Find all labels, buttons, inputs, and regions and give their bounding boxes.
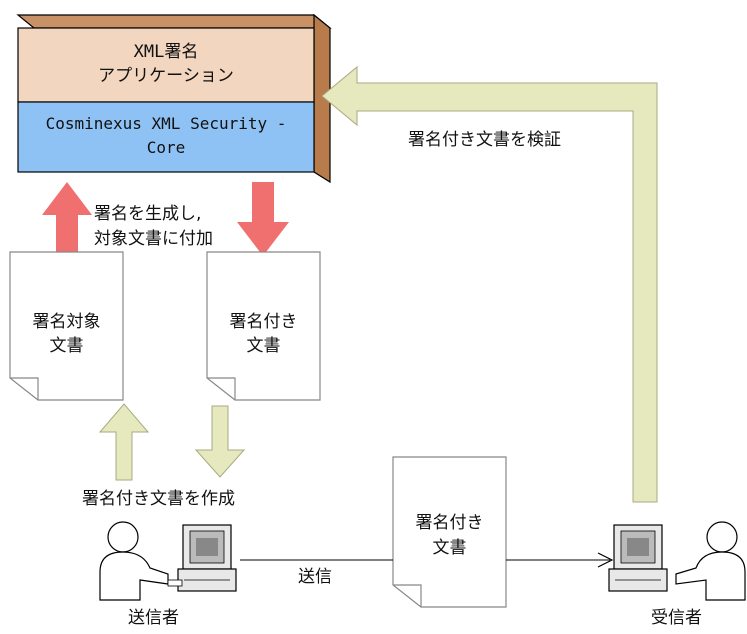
- sender-person-icon: [99, 521, 169, 601]
- generate-label-line2: 対象文書に付加: [94, 229, 213, 249]
- send-label: 送信: [298, 567, 332, 587]
- receiver-label: 受信者: [651, 608, 702, 628]
- receiver-person-icon: [675, 521, 746, 601]
- sender-computer-icon: [167, 524, 237, 592]
- red-arrow-up: [42, 182, 92, 258]
- sender-label: 送信者: [128, 608, 179, 628]
- core-title-line1: Cosminexus XML Security -: [45, 114, 287, 133]
- app-title-line1: XML署名: [133, 42, 199, 62]
- target-document-shape: [9, 251, 124, 401]
- green-arrow-down: [194, 405, 246, 478]
- red-arrow-down: [237, 182, 289, 256]
- signed-document-shape: [206, 251, 321, 401]
- verify-return-arrow: [321, 65, 658, 503]
- box-top-face: [16, 14, 332, 29]
- green-arrow-up: [98, 403, 150, 481]
- target-document-line2: 文書: [49, 336, 84, 356]
- signed-document-line2: 文書: [246, 336, 281, 356]
- transit-document-shape: [392, 456, 507, 608]
- transit-document-line2: 文書: [432, 538, 467, 558]
- send-arrowhead: [597, 552, 614, 568]
- transit-document-line1: 署名付き: [415, 513, 484, 533]
- application-box: [16, 13, 332, 184]
- receiver-computer-icon: [608, 524, 668, 592]
- signed-document-fold: [207, 377, 236, 400]
- xml-signature-app-layer: [17, 27, 315, 103]
- signed-document-line1: 署名付き: [229, 312, 298, 332]
- target-document-fold: [10, 377, 39, 400]
- transit-document-fold: [393, 584, 422, 607]
- security-core-layer: [17, 101, 315, 173]
- target-document-line1: 署名対象: [32, 312, 101, 332]
- generate-label-line1: 署名を生成し,: [94, 204, 202, 224]
- app-title-line2: アプリケーション: [98, 66, 234, 86]
- create-label: 署名付き文書を作成: [82, 489, 235, 509]
- core-title-line2: Core: [146, 138, 186, 157]
- verify-label: 署名付き文書を検証: [408, 130, 561, 150]
